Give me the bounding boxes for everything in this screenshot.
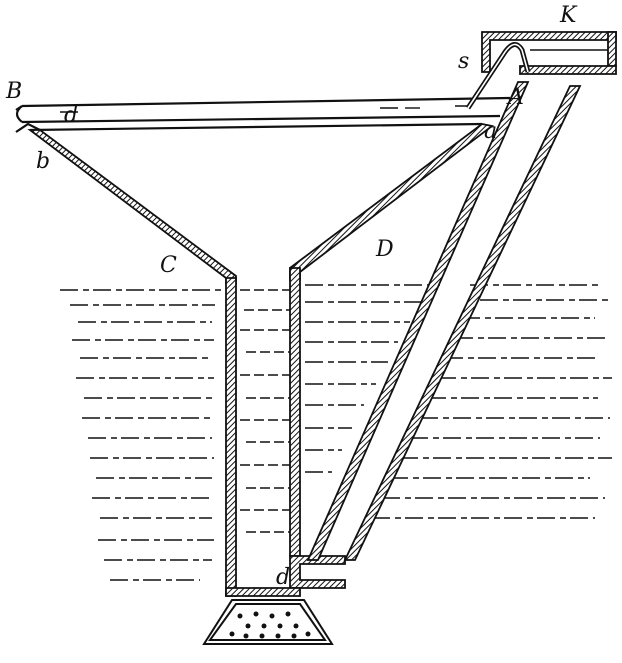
label-b: b [36,149,50,174]
label-K: K [559,3,578,28]
cup-K [481,31,617,75]
funnel-rim [15,96,511,133]
side-pipe [306,81,582,561]
label-s: s [458,49,469,74]
label-C: C [160,253,177,278]
water-lines-tube [240,289,296,533]
label-D: D [375,237,394,262]
base-filter [202,599,334,645]
water-lines-right [305,284,612,519]
water-lines-left [60,289,225,581]
funnel-walls [27,123,495,597]
label-d-bottom: d [276,565,290,590]
label-d-top: d [64,103,78,128]
label-B: B [5,79,22,104]
label-A: A [506,85,524,110]
label-a: a [484,119,497,144]
